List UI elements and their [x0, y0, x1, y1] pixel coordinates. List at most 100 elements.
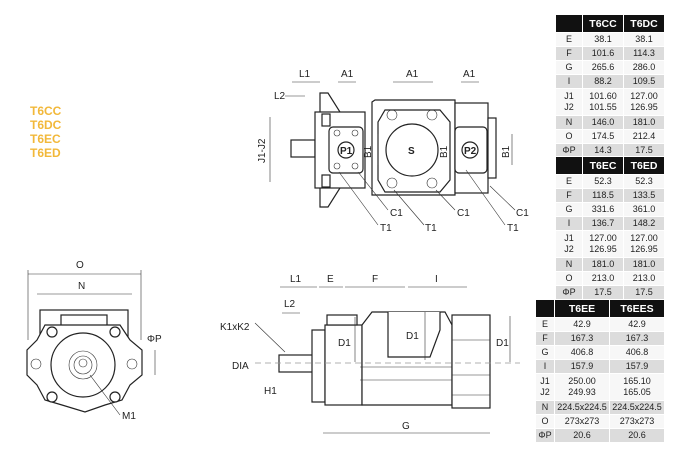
dim-a1: A1 — [463, 69, 476, 80]
row-label: O — [555, 271, 583, 286]
cell-value: 17.5 — [623, 143, 665, 158]
dim-h1: H1 — [264, 386, 277, 397]
top-view-drawing: P1 S P2 L1 A1 A1 A1 L2 J1-J2 B1 B1 B1 — [257, 69, 529, 234]
model-label: T6DC — [30, 118, 62, 132]
dim-l2: L2 — [284, 299, 296, 310]
dim-l2: L2 — [274, 91, 286, 102]
model-label: T6ED — [30, 146, 61, 160]
cell-value: 167.3 — [554, 331, 610, 346]
row-label: I — [535, 359, 555, 374]
cell-value: 148.2 — [623, 216, 665, 231]
cell-value: 406.8 — [554, 345, 610, 360]
row-label: E — [555, 32, 583, 47]
row-label: E — [555, 174, 583, 189]
row-label: N — [535, 400, 555, 415]
model-label: T6CC — [30, 104, 62, 118]
cell-value: 213.0 — [582, 271, 624, 286]
side-rear-body — [451, 314, 491, 409]
cell-value: 17.5 — [623, 285, 665, 300]
dim-f: F — [372, 274, 378, 285]
cell-value: 42.9 — [609, 317, 665, 332]
cell-value: 38.1 — [623, 32, 665, 47]
dim-l1: L1 — [299, 69, 311, 80]
cell-value: 286.0 — [623, 60, 665, 75]
row-label: G — [555, 60, 583, 75]
row-label: O — [555, 129, 583, 144]
callout-t1: T1 — [425, 223, 437, 234]
dim-e: E — [327, 274, 334, 285]
column-header: T6ED — [623, 156, 665, 175]
cell-value: 20.6 — [609, 428, 665, 443]
cell-value: 212.4 — [623, 129, 665, 144]
dim-a1: A1 — [341, 69, 354, 80]
cell-value: 133.5 — [623, 188, 665, 203]
cell-value: 42.9 — [554, 317, 610, 332]
row-label: ΦP — [535, 428, 555, 443]
cell-value: 114.3 — [623, 46, 665, 61]
cell-value: 38.1 — [582, 32, 624, 47]
side-view-drawing: L1 E F I L2 K1xK2 DIA H1 D1 D1 D1 G — [220, 274, 520, 434]
dim-d1: D1 — [406, 331, 419, 342]
model-list: T6CC T6DC T6EC T6ED — [30, 104, 61, 160]
cell-value: 265.6 — [582, 60, 624, 75]
callout-t1: T1 — [507, 223, 519, 234]
row-label: O — [535, 414, 555, 429]
callout-t1: T1 — [380, 223, 392, 234]
dim-b1: B1 — [501, 145, 512, 158]
cell-value: 146.0 — [582, 115, 624, 130]
row-label: I — [555, 216, 583, 231]
dim-i: I — [435, 274, 438, 285]
cell-value: 406.8 — [609, 345, 665, 360]
callout-c1: C1 — [457, 208, 470, 219]
row-label: G — [555, 202, 583, 217]
cell-value: 224.5x224.5 — [554, 400, 610, 415]
row-label: ΦP — [555, 143, 583, 158]
dim-l1: L1 — [290, 274, 302, 285]
cell-value: 118.5 — [582, 188, 624, 203]
dim-g: G — [402, 421, 410, 432]
callout-c1: C1 — [390, 208, 403, 219]
cell-value: 181.0 — [623, 115, 665, 130]
cell-value: 157.9 — [554, 359, 610, 374]
column-header: T6DC — [623, 14, 665, 33]
cell-value: 174.5 — [582, 129, 624, 144]
column-header: T6EE — [554, 299, 610, 318]
dim-b1: B1 — [363, 145, 374, 158]
model-label: T6EC — [30, 132, 61, 146]
callout-c1: C1 — [516, 208, 529, 219]
cell-value: 181.0 — [582, 257, 624, 272]
row-label: N — [555, 115, 583, 130]
cell-value: 361.0 — [623, 202, 665, 217]
cell-value: 157.9 — [609, 359, 665, 374]
dim-a1: A1 — [406, 69, 419, 80]
cell-value: 52.3 — [623, 174, 665, 189]
cell-value: 331.6 — [582, 202, 624, 217]
